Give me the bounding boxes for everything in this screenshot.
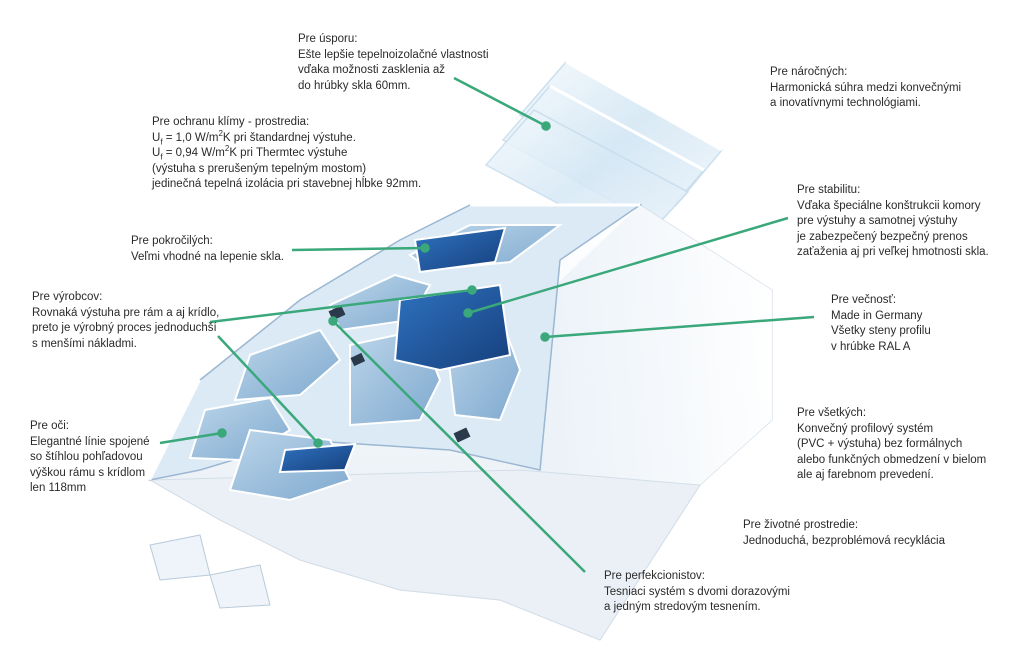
uf-standard-line: Uf = 1,0 W/m2K pri štandardnej výstuhe. bbox=[152, 128, 356, 146]
callout-text: Jednoduchá, bezproblémová recyklácia bbox=[743, 534, 946, 547]
leader-perfekcionistov bbox=[332, 320, 586, 573]
callout-text: výškou rámu s krídlom bbox=[30, 466, 146, 479]
callout-text: zaťaženia aj pri veľkej hmotnosti skla. bbox=[797, 246, 989, 258]
leader-vecnost bbox=[544, 315, 815, 339]
callout-title: Pre úsporu: bbox=[298, 33, 358, 45]
callout-text: do hrúbky skla 60mm. bbox=[298, 79, 411, 92]
callout-pokrocilych: Pre pokročilých: Veľmi vhodné na lepenie… bbox=[131, 234, 284, 265]
callout-usporu: Pre úsporu: Ešte lepšie tepelnoizolačné … bbox=[298, 32, 489, 94]
callout-text: ale aj farebnom prevedení. bbox=[797, 469, 934, 481]
seal bbox=[453, 427, 471, 443]
callout-vsetkych: Pre všetkých: Konvečný profilový systém … bbox=[797, 406, 986, 484]
callout-stabilitu: Pre stabilitu: Vďaka špeciálne konštrukc… bbox=[797, 183, 989, 261]
callout-oci: Pre oči: Elegantné línie spojené so štíh… bbox=[30, 419, 150, 497]
callout-text: Harmonická súhra medzi konvečnými bbox=[770, 81, 962, 94]
callout-zivotne: Pre životné prostredie: Jednoduchá, bezp… bbox=[743, 518, 945, 549]
callout-title: Pre oči: bbox=[30, 420, 69, 432]
steel-reinforcement-sash bbox=[413, 226, 507, 274]
callout-title: Pre perfekcionistov: bbox=[604, 570, 705, 582]
callout-text: Rovnaká výstuha pre rám a aj krídlo, bbox=[32, 306, 220, 319]
leader-vyrobcov-b bbox=[217, 335, 319, 444]
profile-lip bbox=[149, 534, 211, 581]
callout-text: Vďaka špeciálne konštrukcii komory bbox=[797, 199, 981, 212]
callout-text: a jedným stredovým tesnením. bbox=[604, 601, 761, 613]
callout-text: alebo funkčných obmedzení v bielom bbox=[797, 453, 987, 466]
callout-title: Pre všetkých: bbox=[797, 407, 867, 419]
profile-bottom-face bbox=[148, 469, 701, 641]
callout-text: Made in Germany bbox=[831, 309, 923, 322]
callout-text: jedinečná tepelná izolácia pri stavebnej… bbox=[152, 178, 422, 190]
callout-text: Veľmi vhodné na lepenie skla. bbox=[131, 250, 284, 263]
profile-side-face bbox=[520, 205, 772, 485]
callout-text: s menšími nákladmi. bbox=[32, 337, 137, 350]
leader-stabilitu bbox=[467, 216, 789, 315]
callout-text: je zabezpečený bezpečný prenos bbox=[797, 230, 968, 243]
callout-text: so štíhlou pohľadovou bbox=[30, 451, 143, 463]
callout-text: preto je výrobný proces jednoduchší bbox=[32, 322, 217, 334]
callout-title: Pre pokročilých: bbox=[131, 235, 213, 247]
callout-title: Pre večnosť: bbox=[831, 294, 897, 306]
callout-narocnych: Pre náročných: Harmonická súhra medzi ko… bbox=[770, 65, 961, 112]
leader-usporu bbox=[453, 76, 547, 128]
callout-klima: Pre ochranu klímy - prostredia: Uf = 1,0… bbox=[152, 115, 421, 193]
leader-oci bbox=[159, 431, 223, 445]
callout-text: a inovatívnymi technológiami. bbox=[770, 97, 921, 109]
callout-title: Pre náročných: bbox=[770, 66, 848, 78]
leader-pokrocilych bbox=[291, 246, 426, 252]
callout-text: Elegantné línie spojené bbox=[30, 435, 150, 448]
leader-lines bbox=[159, 76, 815, 573]
callout-perfekcionistov: Pre perfekcionistov: Tesniaci systém s d… bbox=[604, 569, 790, 616]
callout-title: Pre ochranu klímy - prostredia: bbox=[152, 116, 310, 128]
leader-vyrobcov-a bbox=[209, 288, 473, 324]
callout-text: vďaka možnosti zasklenia až bbox=[298, 64, 446, 76]
callout-text: Ešte lepšie tepelnoizolačné vlastnosti bbox=[298, 48, 489, 61]
callout-text: len 118mm bbox=[30, 482, 87, 494]
callout-text: (výstuha s prerušeným tepelným mostom) bbox=[152, 162, 367, 175]
callout-text: Konvečný profilový systém bbox=[797, 422, 934, 435]
callout-title: Pre výrobcov: bbox=[32, 291, 103, 303]
seal bbox=[350, 352, 366, 367]
callout-text: Tesniaci systém s dvomi dorazovými bbox=[604, 585, 790, 598]
callout-text: (PVC + výstuha) bez formálnych bbox=[797, 438, 963, 450]
callout-text: v hrúbke RAL A bbox=[831, 340, 911, 353]
callout-text: Všetky steny profilu bbox=[831, 325, 931, 337]
callout-vyrobcov: Pre výrobcov: Rovnaká výstuha pre rám a … bbox=[32, 290, 219, 352]
profile-lip bbox=[209, 564, 271, 609]
callout-title: Pre životné prostredie: bbox=[743, 519, 859, 531]
uf-thermtec-line: Uf = 0,94 W/m2K pri Thermtec výstuhe bbox=[152, 144, 348, 162]
profile-cross-section bbox=[148, 203, 643, 609]
callout-vecnost: Pre večnosť: Made in Germany Všetky sten… bbox=[831, 293, 931, 355]
callout-title: Pre stabilitu: bbox=[797, 184, 861, 196]
callout-text: pre výstuhy a samotnej výstuhy bbox=[797, 215, 958, 227]
steel-reinforcement-bottom bbox=[278, 442, 357, 474]
steel-reinforcement-frame bbox=[393, 283, 512, 372]
